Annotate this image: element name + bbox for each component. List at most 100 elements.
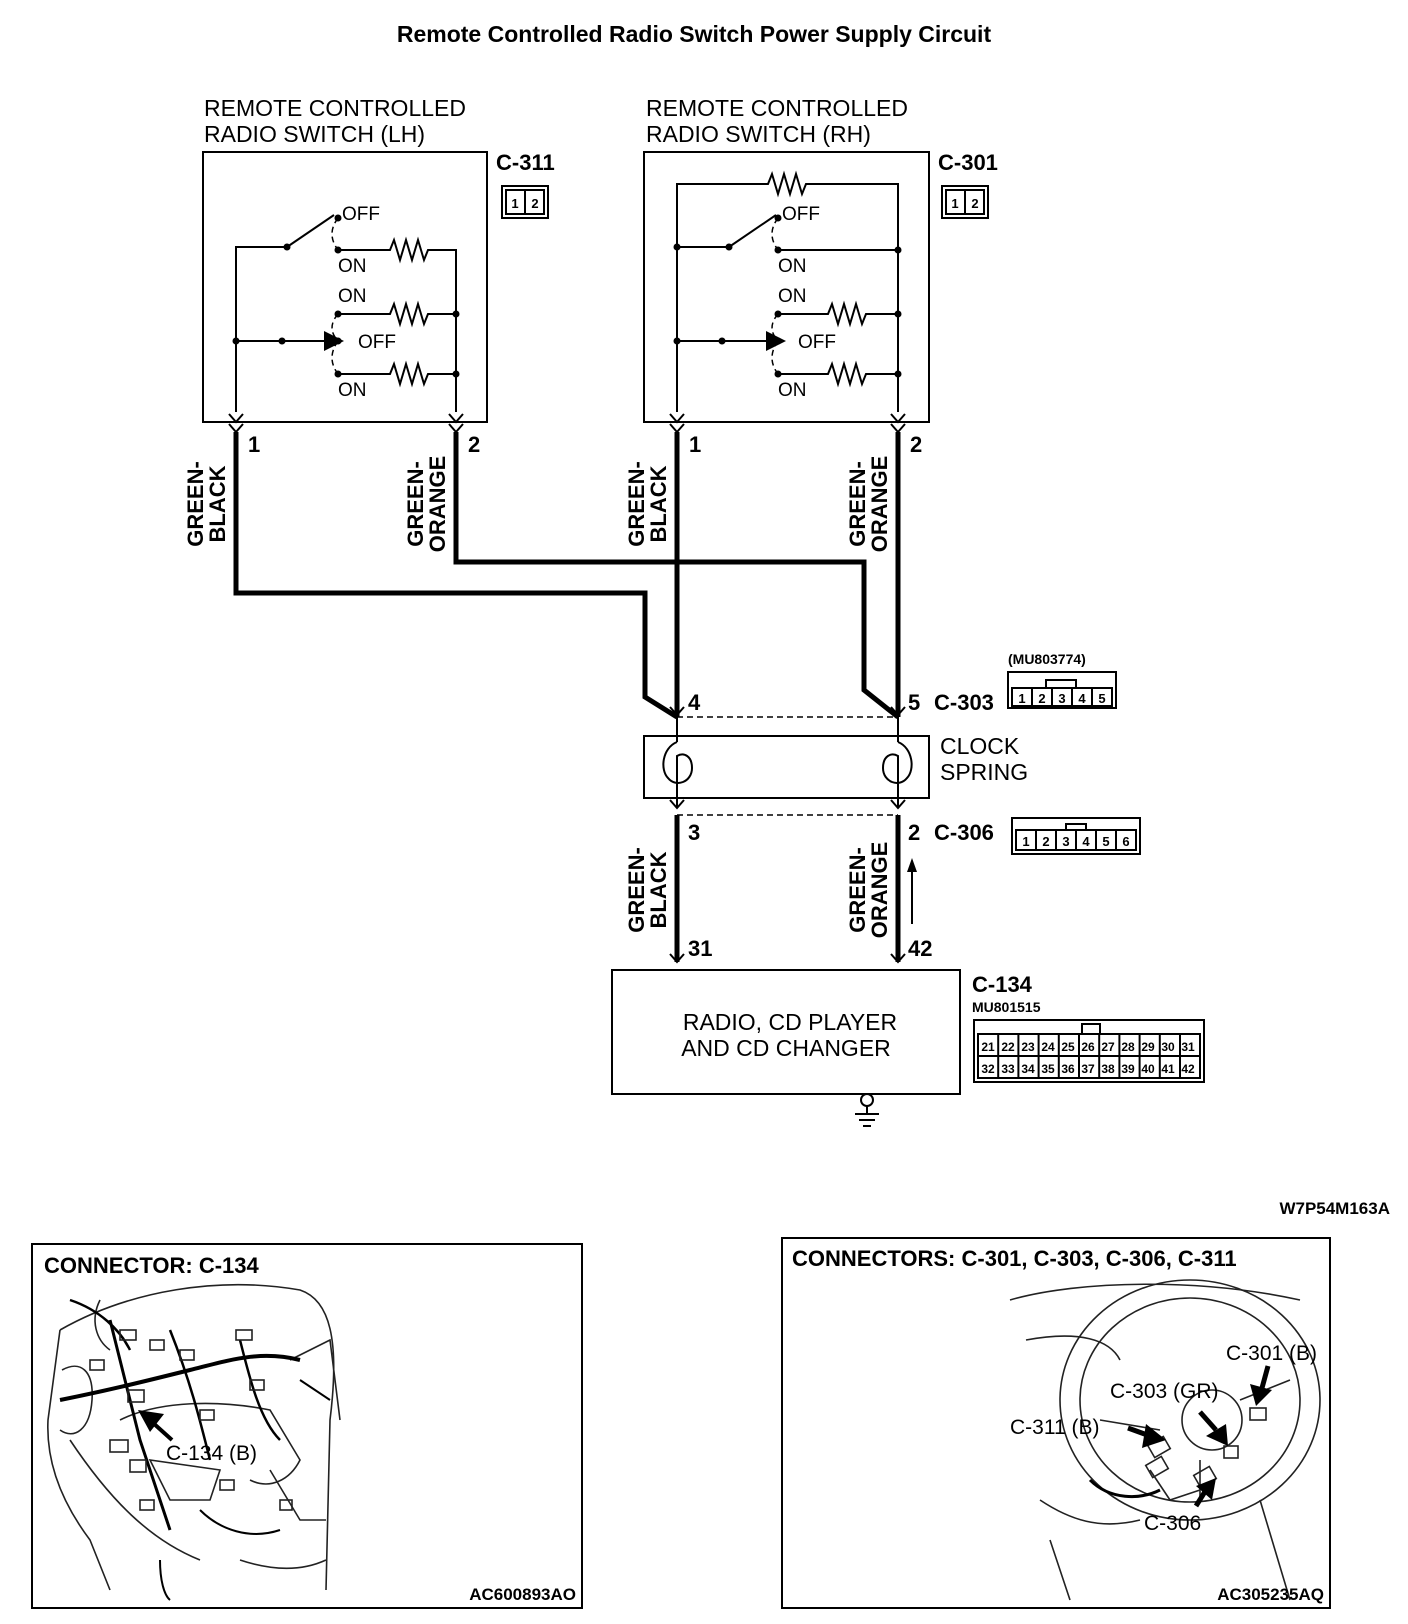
panel-right-frame	[781, 1237, 1331, 1609]
lh-pin-2: 2	[468, 432, 480, 457]
wire-label-rh-go: GREEN- ORANGE	[845, 456, 892, 553]
wire-label-lower-go-2: ORANGE	[867, 842, 892, 939]
wire-label-lh-go: GREEN- ORANGE	[403, 456, 450, 553]
c134-part-number: MU801515	[972, 999, 1041, 1015]
c134-cav-28: 28	[1121, 1040, 1135, 1054]
radio-unit: 31 42 RADIO, CD PLAYER AND CD CHANGER C-…	[611, 936, 1205, 1127]
c134-cav-24: 24	[1041, 1040, 1055, 1054]
c134-cav-21: 21	[981, 1040, 995, 1054]
clock-spring-coil-right	[881, 741, 913, 788]
rh-switch: REMOTE CONTROLLED RADIO SWITCH (RH) C-30…	[643, 95, 998, 457]
diagram-title: Remote Controlled Radio Switch Power Sup…	[397, 21, 992, 47]
wire-label-lh-gb-1: GREEN-	[183, 461, 208, 547]
wire-label-lower-go: GREEN- ORANGE	[845, 842, 892, 939]
wire-label-lh-go-1: GREEN-	[403, 461, 428, 547]
c303-connector: 4 5 C-303 (MU803774) 1 2 3 4 5	[669, 651, 1117, 718]
c134-cav-39: 39	[1121, 1062, 1135, 1076]
radio-box	[611, 969, 961, 1095]
c134-cav-30: 30	[1161, 1040, 1175, 1054]
c303-cavity-1: 1	[1018, 691, 1025, 706]
panel-right-code: AC305235AQ	[1217, 1585, 1324, 1604]
c303-connector-symbol: 1 2 3 4 5	[1007, 671, 1117, 709]
harness-wires	[233, 432, 901, 720]
lh-connector-pin-2: 2	[531, 196, 538, 211]
callout-c303: C-303 (GR)	[1110, 1380, 1219, 1403]
clock-spring-label-2: SPRING	[940, 759, 1028, 785]
c134-cav-33: 33	[1001, 1062, 1015, 1076]
lh-switch-box	[202, 151, 488, 423]
c306-cavity-5: 5	[1102, 834, 1109, 849]
c306-cavity-1: 1	[1022, 834, 1029, 849]
c134-cav-42: 42	[1181, 1062, 1195, 1076]
c134-cav-34: 34	[1021, 1062, 1035, 1076]
callout-c134: C-134 (B)	[166, 1442, 257, 1465]
c134-cav-41: 41	[1161, 1062, 1175, 1076]
clock-spring: CLOCK SPRING	[643, 717, 1028, 808]
rh-pin-2: 2	[910, 432, 922, 457]
lh-switch-label-2: RADIO SWITCH (LH)	[204, 121, 425, 147]
c303-pin-4: 4	[688, 690, 701, 715]
rh-pos-on-3: ON	[778, 380, 807, 401]
c134-cav-29: 29	[1141, 1040, 1155, 1054]
c134-connector-symbol: 21 22 23 24 25 26 27 28 29 30 31 32 33 3…	[973, 1019, 1205, 1083]
clock-spring-box	[643, 735, 930, 799]
c303-cavity-2: 2	[1038, 691, 1045, 706]
panel-left-code: AC600893AO	[469, 1585, 576, 1604]
steering-wheel-sketch	[1009, 1279, 1321, 1601]
c306-connector: 3 2 C-306 1 2 3 4 5 6	[669, 799, 1141, 855]
c134-cav-26: 26	[1081, 1040, 1095, 1054]
c134-cav-36: 36	[1061, 1062, 1075, 1076]
lh-switch-internals	[232, 214, 460, 412]
radio-pin-31: 31	[688, 936, 712, 961]
rh-connector-pin-2: 2	[971, 196, 978, 211]
c306-pin-3: 3	[688, 820, 700, 845]
panel-left-frame	[31, 1243, 583, 1609]
c303-label: C-303	[934, 690, 994, 715]
wire-label-rh-gb-2: BLACK	[646, 465, 671, 542]
rh-switch-label-1: REMOTE CONTROLLED	[646, 95, 908, 121]
rh-pos-on-1: ON	[778, 256, 807, 277]
wire-label-lh-go-2: ORANGE	[425, 456, 450, 553]
lh-pos-on-2: ON	[338, 286, 367, 307]
lh-connector-symbol: 1 2	[501, 185, 549, 219]
lh-switch: REMOTE CONTROLLED RADIO SWITCH (LH) C-31…	[202, 95, 555, 457]
c306-cavity-3: 3	[1062, 834, 1069, 849]
lh-switch-connector: C-311	[496, 150, 555, 175]
lh-pin-1: 1	[248, 432, 260, 457]
c134-cav-37: 37	[1081, 1062, 1095, 1076]
c134-cav-38: 38	[1101, 1062, 1115, 1076]
c134-cav-22: 22	[1001, 1040, 1015, 1054]
rh-switch-box	[643, 151, 930, 423]
c134-cav-25: 25	[1061, 1040, 1075, 1054]
current-flow-arrow	[907, 858, 917, 924]
c303-cavity-3: 3	[1058, 691, 1065, 706]
lh-connector-pin-1: 1	[511, 196, 518, 211]
rh-switch-internals	[673, 170, 902, 412]
c306-cavity-6: 6	[1122, 834, 1129, 849]
wire-lh-green-black	[233, 432, 679, 720]
callout-c301: C-301 (B)	[1226, 1342, 1317, 1365]
rh-connector-symbol: 1 2	[941, 185, 989, 219]
lh-switch-label-1: REMOTE CONTROLLED	[204, 95, 466, 121]
c306-cavity-2: 2	[1042, 834, 1049, 849]
c134-cav-32: 32	[981, 1062, 995, 1076]
c134-cav-27: 27	[1101, 1040, 1115, 1054]
wire-label-lower-gb: GREEN- BLACK	[624, 847, 671, 933]
c134-cav-31: 31	[1181, 1040, 1195, 1054]
panel-connector-c134: CONNECTOR: C-134	[31, 1243, 583, 1609]
wire-label-lh-gb: GREEN- BLACK	[183, 461, 230, 547]
rh-pos-on-2: ON	[778, 286, 807, 307]
clock-spring-coil-left	[662, 741, 694, 788]
rh-switch-label-2: RADIO SWITCH (RH)	[646, 121, 871, 147]
lh-pos-on-1: ON	[338, 256, 367, 277]
diagram-code: W7P54M163A	[1279, 1199, 1390, 1218]
c303-part-number: (MU803774)	[1008, 651, 1086, 667]
wire-label-rh-gb: GREEN- BLACK	[624, 461, 671, 547]
lh-pos-off-2: OFF	[358, 332, 396, 353]
radio-pin-42: 42	[908, 936, 932, 961]
rh-pin-1: 1	[689, 432, 701, 457]
c134-cav-35: 35	[1041, 1062, 1055, 1076]
panel-left-title: CONNECTOR: C-134	[44, 1253, 260, 1278]
clock-spring-label-1: CLOCK	[940, 733, 1020, 759]
wire-label-lower-gb-2: BLACK	[646, 851, 671, 928]
